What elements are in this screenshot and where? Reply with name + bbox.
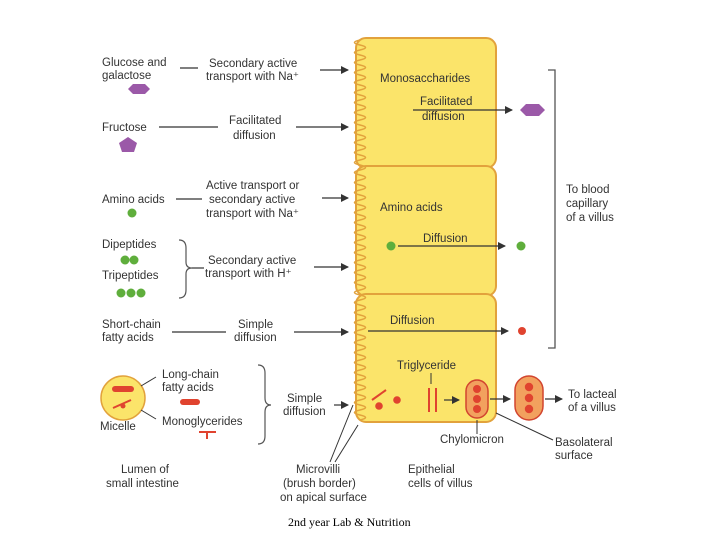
cell-monoglyceride-icon — [371, 389, 387, 401]
monoglycerides-label: Monoglycerides — [162, 416, 243, 428]
cell-bottom — [355, 293, 497, 423]
micelle-fatty-acid-icon — [112, 386, 134, 392]
fats-brace — [257, 364, 272, 445]
chylomicron-out-dot-1 — [524, 382, 534, 392]
chylomicron-label: Chylomicron — [440, 434, 504, 446]
chylomicron-cell-dot-2 — [473, 395, 481, 403]
fatty-acid-out-icon — [518, 327, 526, 335]
microvilli-pointer-1 — [329, 404, 354, 463]
micelle-dot-icon — [120, 403, 126, 409]
monosaccharide-out-icon — [520, 104, 545, 116]
chylomicron-cell-dot-3 — [473, 405, 481, 413]
tripeptide-icon-2 — [126, 288, 136, 298]
fructose-pentagon-icon — [119, 137, 137, 152]
triglyceride-label: Triglyceride — [397, 360, 456, 372]
cell-fat-dot-1 — [375, 402, 383, 410]
diffusion-aa-label: Diffusion — [423, 233, 468, 245]
chylomicron-cell-dot-1 — [473, 385, 481, 393]
micelle-label: Micelle — [100, 421, 136, 433]
tripeptide-icon-3 — [136, 288, 146, 298]
cell-fat-dot-2 — [393, 396, 401, 404]
tripeptides-label: Tripeptides — [102, 270, 159, 282]
amino-acid-icon — [127, 208, 137, 218]
tripeptide-icon-1 — [116, 288, 126, 298]
dipeptide-icon-2 — [129, 255, 139, 265]
micelle-to-long-chain — [140, 376, 157, 387]
long-chain-icon — [180, 399, 200, 405]
amino-acid-cell-icon — [386, 241, 396, 251]
epithelial-cells — [353, 37, 497, 423]
blood-bracket — [548, 69, 556, 349]
microvilli-border — [353, 39, 367, 421]
cell-middle — [355, 165, 497, 297]
amino-acid-out-icon — [516, 241, 526, 251]
chylomicron-out-dot-3 — [524, 404, 534, 414]
dipeptide-icon-1 — [120, 255, 130, 265]
peptides-brace — [178, 239, 193, 299]
monosaccharides-label: Monosaccharides — [380, 73, 470, 85]
footer-caption: 2nd year Lab & Nutrition — [288, 515, 411, 529]
glucose-hexagon-icon — [128, 84, 150, 94]
amino-acids-label: Amino acids — [102, 194, 165, 206]
diffusion-fat-label: Diffusion — [390, 315, 435, 327]
microvilli-label: Microvilli(brush border)on apical surfac… — [280, 464, 367, 504]
microvilli-pointer-2 — [334, 424, 359, 463]
amino-acids-cell-label: Amino acids — [380, 202, 443, 214]
micelle-to-monoglyceride — [140, 409, 157, 420]
dipeptides-label: Dipeptides — [102, 239, 157, 251]
micelle-icon — [100, 375, 146, 421]
chylomicron-out-dot-2 — [524, 393, 534, 403]
basolateral-pointer — [495, 412, 554, 441]
fructose-label: Fructose — [102, 122, 147, 134]
